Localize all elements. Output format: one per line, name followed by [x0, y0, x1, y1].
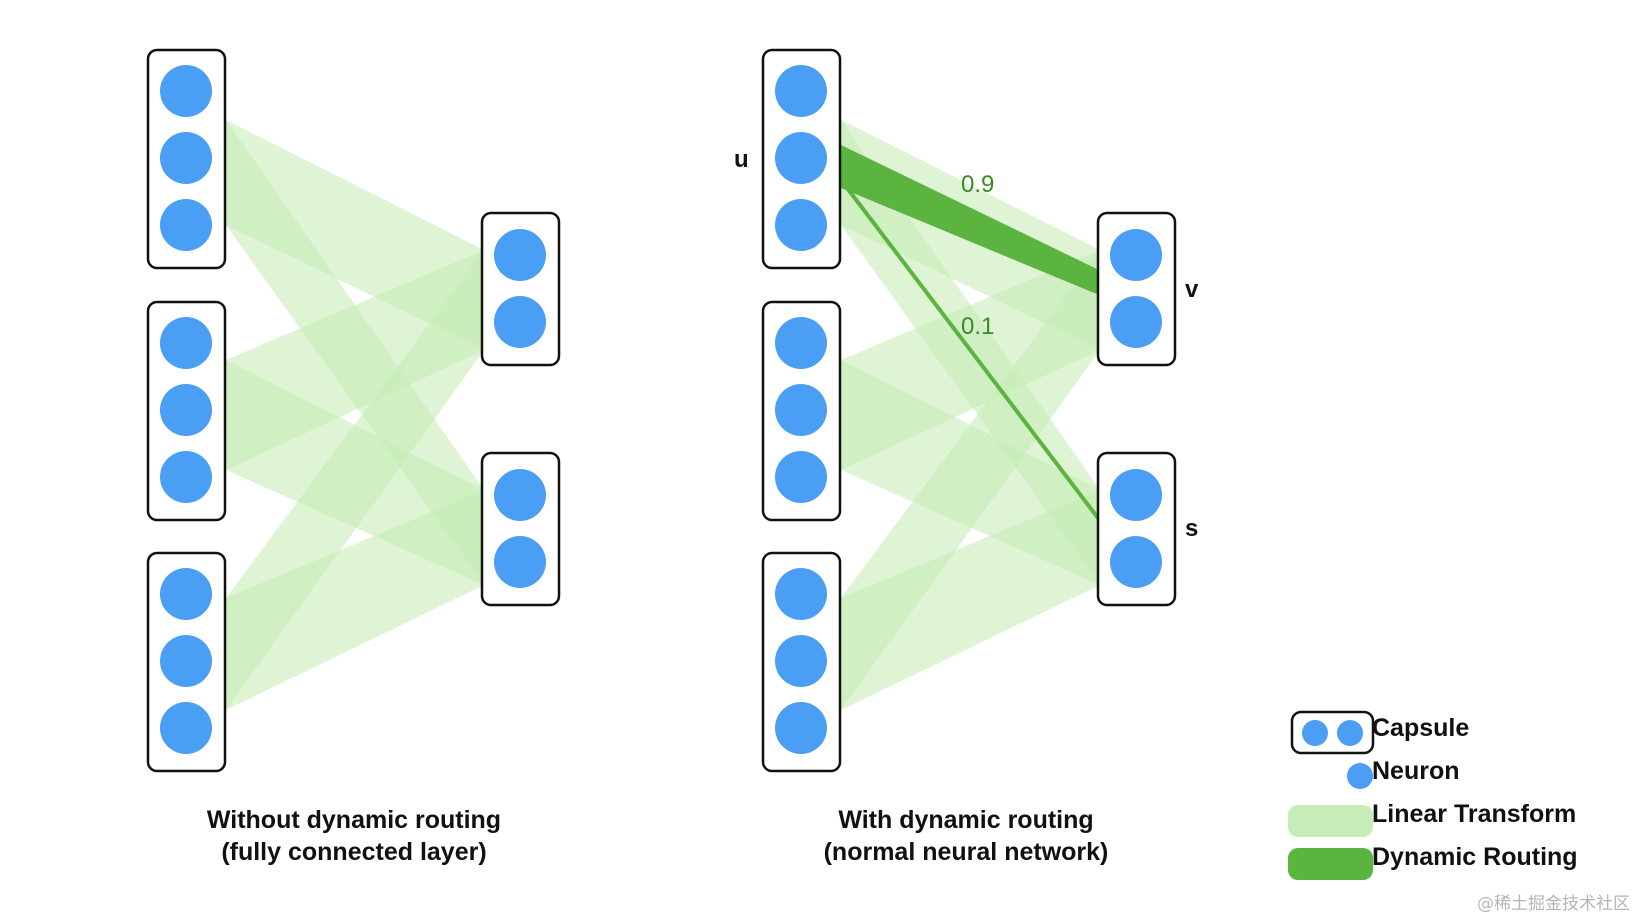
caption-without-dynamic-routing: Without dynamic routing (fully connected… [94, 804, 614, 868]
caption-with-dynamic-routing: With dynamic routing (normal neural netw… [706, 804, 1226, 868]
label-v: v [1185, 276, 1199, 303]
capsule-right-input-2 [761, 300, 842, 522]
capsules [146, 48, 1177, 773]
legend-neuron-icon [1347, 763, 1373, 789]
capsule-left-output-1 [480, 211, 561, 367]
label-u: u [734, 146, 749, 173]
legend-neuron-label: Neuron [1372, 757, 1460, 785]
band-right-3-2 [841, 490, 1100, 710]
legend-capsule-label: Capsule [1372, 714, 1470, 742]
capsule-left-input-3 [146, 551, 227, 773]
routing-weight-low: 0.1 [961, 313, 995, 340]
capsule-v [1096, 211, 1177, 367]
capsule-left-input-1 [146, 48, 227, 270]
neuron-1 [160, 317, 212, 369]
neuron-2 [775, 635, 827, 687]
neuron-3 [775, 199, 827, 251]
neuron-2 [1110, 296, 1162, 348]
neuron-1 [160, 65, 212, 117]
caption-left-line-2: (fully connected layer) [221, 838, 487, 866]
neuron-3 [775, 702, 827, 754]
neuron-2 [494, 536, 546, 588]
legend-linear-transform-label: Linear Transform [1372, 800, 1577, 828]
neuron-1 [775, 568, 827, 620]
linear-transform-bands-left [226, 120, 484, 710]
neuron-2 [775, 384, 827, 436]
neuron-1 [1110, 229, 1162, 281]
legend-capsule-neuron-1 [1302, 720, 1328, 746]
neuron-3 [160, 451, 212, 503]
neuron-1 [775, 317, 827, 369]
neuron-1 [1110, 469, 1162, 521]
neuron-1 [494, 469, 546, 521]
neuron-1 [494, 229, 546, 281]
neuron-2 [160, 384, 212, 436]
watermark: @稀土掘金技术社区 [1477, 894, 1630, 914]
neuron-1 [160, 568, 212, 620]
legend-linear-transform-swatch [1288, 805, 1373, 837]
label-s: s [1185, 515, 1199, 542]
neuron-2 [494, 296, 546, 348]
neuron-3 [775, 451, 827, 503]
caption-right-line-2: (normal neural network) [823, 838, 1109, 866]
neuron-2 [160, 132, 212, 184]
capsule-s [1096, 451, 1177, 607]
routing-path-u-to-s [839, 178, 1100, 520]
neuron-3 [160, 702, 212, 754]
legend-dynamic-routing-label: Dynamic Routing [1372, 843, 1578, 871]
capsule-u [761, 48, 842, 270]
legend-icons [1288, 710, 1375, 880]
legend-capsule-neuron-2 [1337, 720, 1363, 746]
neuron-1 [775, 65, 827, 117]
dynamic-routing-paths [839, 145, 1100, 520]
capsule-left-input-2 [146, 300, 227, 522]
legend-dynamic-routing-swatch [1288, 848, 1373, 880]
routing-weight-high: 0.9 [961, 171, 995, 198]
neuron-2 [160, 635, 212, 687]
neuron-3 [160, 199, 212, 251]
neuron-2 [1110, 536, 1162, 588]
capsule-right-input-3 [761, 551, 842, 773]
band-left-3-2 [226, 490, 484, 710]
routing-path-u-to-v [841, 145, 1099, 295]
legend-capsule-icon [1290, 710, 1375, 755]
caption-left-line-1: Without dynamic routing [206, 806, 502, 834]
neuron-2 [775, 132, 827, 184]
caption-right-line-1: With dynamic routing [838, 806, 1094, 834]
capsule-left-output-2 [480, 451, 561, 607]
